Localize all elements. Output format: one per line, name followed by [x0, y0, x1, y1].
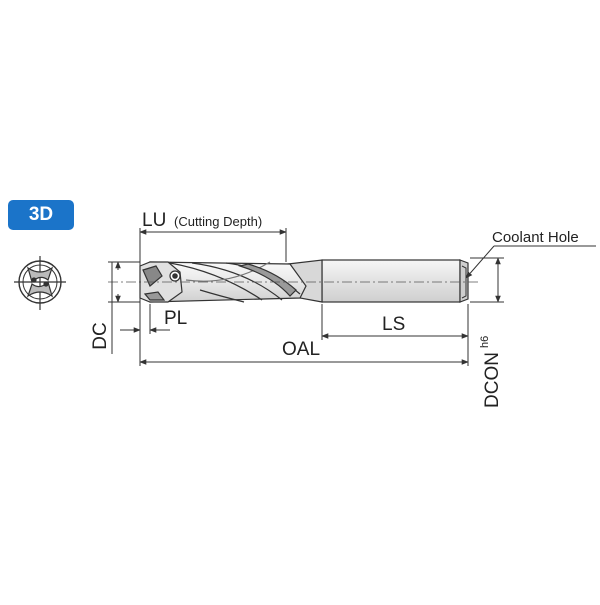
size-badge-label: 3D [28, 204, 54, 225]
drill-side-view [108, 259, 480, 303]
oal-label: OAL [282, 339, 320, 360]
dcon-label-group: DCON h6 [479, 336, 503, 408]
size-badge: 3D [8, 200, 74, 230]
lu-note-label: (Cutting Depth) [174, 214, 262, 229]
dcon-label: DCON [482, 352, 503, 408]
dcon-tolerance-label: h6 [479, 336, 491, 348]
lu-label: LU [142, 210, 166, 231]
drill-end-view-icon [14, 256, 66, 310]
pl-label: PL [164, 308, 187, 329]
dc-label: DC [90, 322, 111, 349]
dimension-lines [108, 228, 596, 366]
coolant-hole-label: Coolant Hole [492, 229, 579, 246]
ls-label: LS [382, 314, 405, 335]
